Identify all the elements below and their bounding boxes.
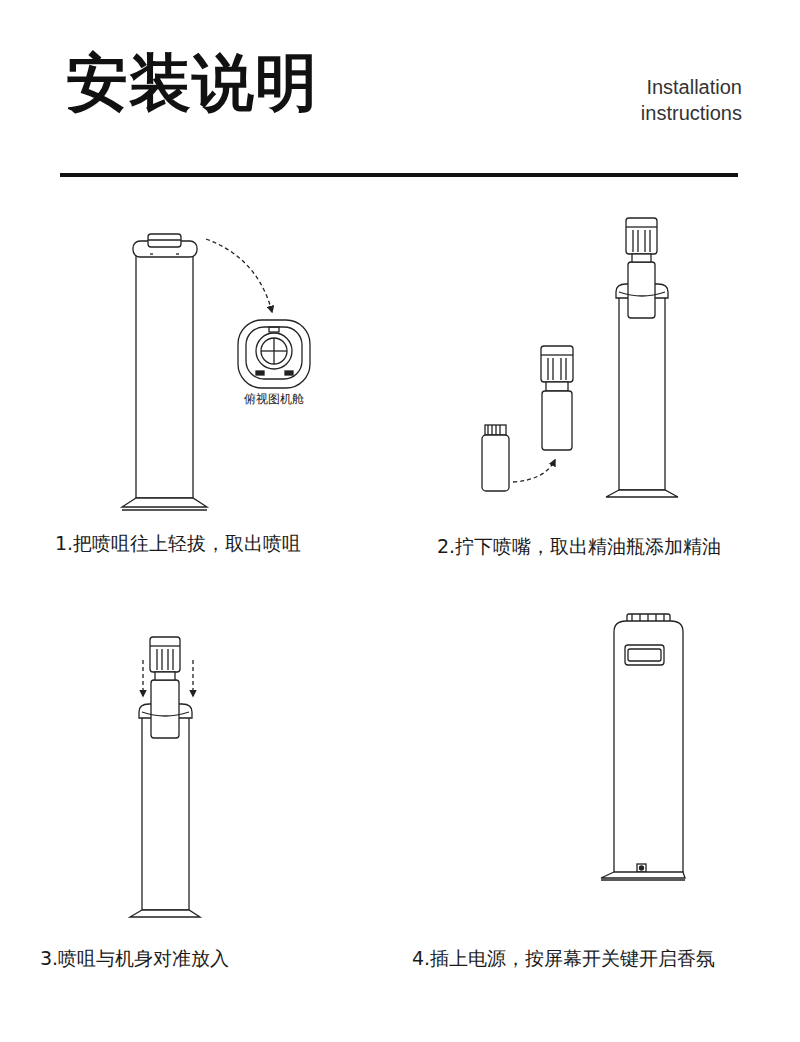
step-caption: 2.拧下喷嘴，取出精油瓶添加精油 <box>437 534 721 560</box>
step-caption: 3.喷咀与机身对准放入 <box>40 946 229 972</box>
figure-label: 俯视图机舱 <box>244 391 304 408</box>
step-caption: 1.把喷咀往上轻拔，取出喷咀 <box>55 531 301 557</box>
diffuser-column-4 <box>601 614 685 880</box>
dashed-arrow <box>513 460 555 482</box>
nozzle-with-bottle <box>541 346 573 450</box>
oil-bottle <box>482 425 509 491</box>
dashed-arrow <box>142 660 143 696</box>
subtitle: Installation instructions <box>592 74 742 126</box>
diffuser-column-1 <box>122 234 207 510</box>
step-caption: 4.插上电源，按屏幕开关键开启香氛 <box>412 946 715 972</box>
diffuser-column-2 <box>606 218 678 497</box>
dashed-arrow <box>206 239 272 312</box>
page-title: 安装说明 <box>66 46 318 120</box>
top-view <box>238 320 310 388</box>
header-rule <box>60 173 738 177</box>
diffuser-column-3 <box>130 637 200 917</box>
dashed-arrow <box>192 660 193 696</box>
